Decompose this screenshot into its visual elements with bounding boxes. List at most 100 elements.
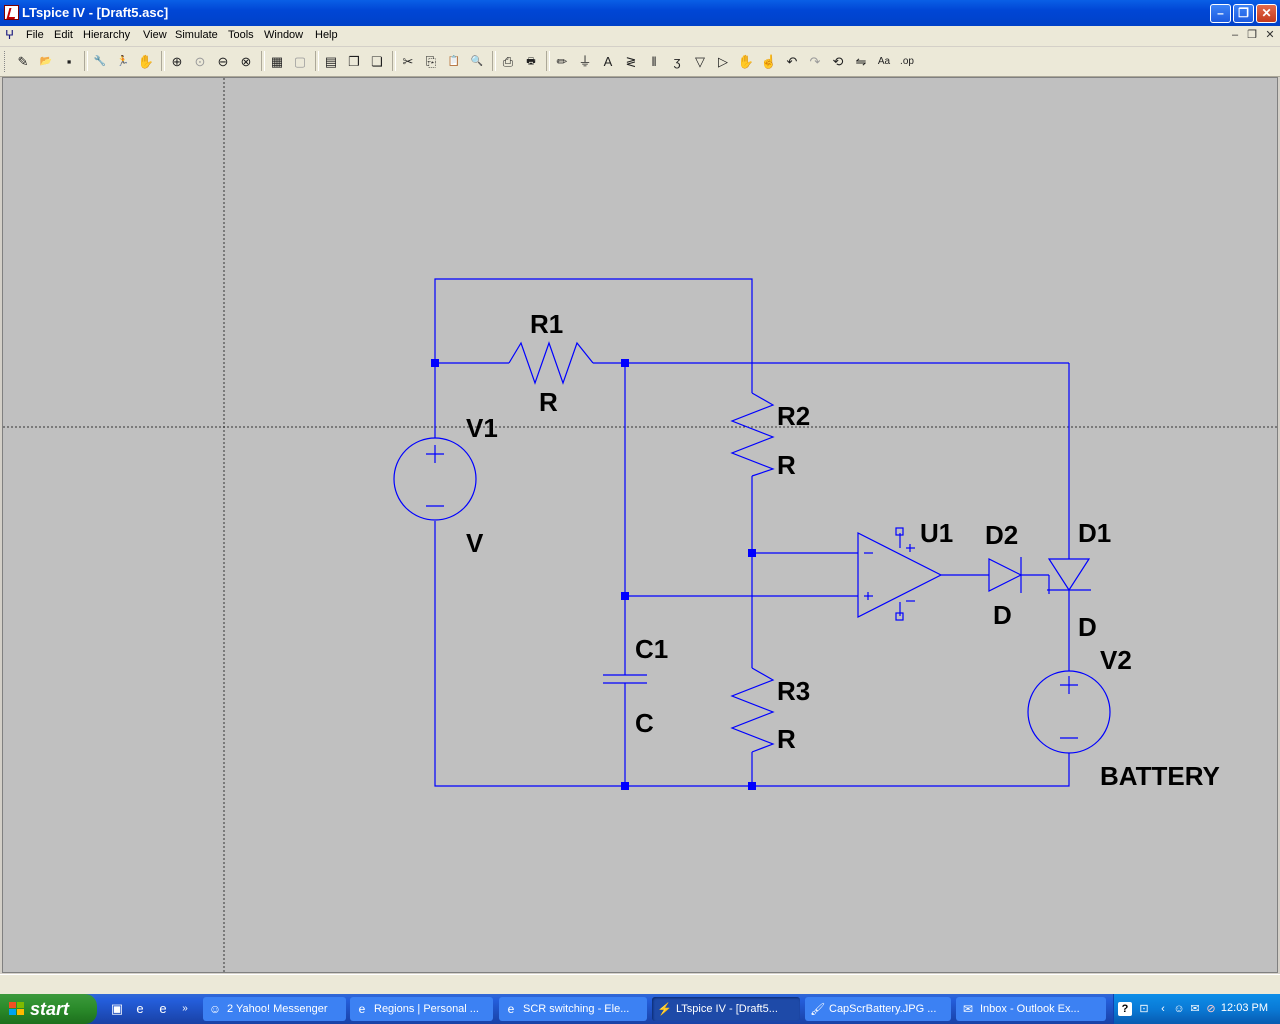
zoom-in-icon[interactable]: ⊕ xyxy=(171,54,183,69)
c1-ref: C1 xyxy=(635,634,668,664)
zoom-out-icon[interactable]: ⊖ xyxy=(217,54,229,69)
window-title: LTspice IV - [Draft5.asc] xyxy=(22,5,169,20)
rotate-icon[interactable]: ⟲ xyxy=(832,54,844,69)
doc-close-button[interactable]: ✕ xyxy=(1265,29,1275,41)
u1-symbol xyxy=(857,532,943,618)
outlook-express-icon: ✉ xyxy=(962,1002,974,1016)
print-setup-icon[interactable]: ⎙ xyxy=(502,54,514,69)
spice-directive-icon[interactable]: .op xyxy=(900,56,914,67)
taskbar: start ▣ e e » ☺ 2 Yahoo! Messenger e Reg… xyxy=(0,994,1280,1024)
label-net-icon[interactable]: A xyxy=(603,54,613,69)
system-tray: ? ⊡ ‹ ☺ ✉ ⊘ 12:03 PM xyxy=(1113,994,1280,1024)
clock[interactable]: 12:03 PM xyxy=(1220,1002,1268,1014)
print-icon[interactable]: 🖶 xyxy=(526,56,536,67)
network-tray-icon[interactable]: ⊡ xyxy=(1139,1003,1149,1015)
d2-symbol xyxy=(988,558,1023,592)
task-regions[interactable]: e Regions | Personal ... xyxy=(350,997,493,1021)
paste-icon[interactable]: 📋 xyxy=(447,56,461,67)
open-icon[interactable]: 📂 xyxy=(39,56,53,67)
r2-symbol xyxy=(730,392,775,477)
inductor-icon[interactable]: ʒ xyxy=(673,54,681,69)
move-icon[interactable]: ✋ xyxy=(737,54,755,69)
mail-tray-icon[interactable]: ✉ xyxy=(1190,1003,1200,1015)
start-button[interactable]: start xyxy=(0,994,97,1024)
document-system-icon[interactable]: ⵖ xyxy=(5,28,15,42)
d2-value: D xyxy=(993,600,1012,630)
cascade-icon[interactable]: ❐ xyxy=(348,54,360,69)
tile-horizontal-icon[interactable]: ▤ xyxy=(324,54,338,69)
capacitor-icon[interactable]: ‖ xyxy=(651,54,657,69)
ground-icon[interactable]: ⏚ xyxy=(578,54,592,69)
grid-icon[interactable]: ▢ xyxy=(293,54,307,69)
undo-icon[interactable]: ↶ xyxy=(786,54,798,69)
v2-ref: V2 xyxy=(1100,645,1132,675)
schematic-canvas[interactable]: R1 R R2 R R3 R C1 C V1 V V2 BATTERY U1 D… xyxy=(2,77,1278,973)
d1-symbol xyxy=(1047,558,1091,592)
ltspice-app-icon[interactable] xyxy=(4,5,19,20)
new-schematic-icon[interactable]: ✎ xyxy=(17,54,29,69)
zoom-fit-icon[interactable]: ⊗ xyxy=(240,54,252,69)
d1-value: D xyxy=(1078,612,1097,642)
title-bar[interactable]: LTspice IV - [Draft5.asc] – ❐ ✕ xyxy=(0,0,1280,26)
wire-icon[interactable]: ✏ xyxy=(556,54,568,69)
cut-icon[interactable]: ✂ xyxy=(402,54,414,69)
run-icon[interactable]: 🏃 xyxy=(116,56,130,67)
task-capscrbattery[interactable]: 🖌 CapScrBattery.JPG ... xyxy=(805,997,951,1021)
diode-icon[interactable]: ▽ xyxy=(695,54,705,69)
find-icon[interactable]: 🔍 xyxy=(470,56,484,67)
toolbar-separator xyxy=(161,51,165,71)
close-button[interactable]: ✕ xyxy=(1256,4,1277,23)
text-icon[interactable]: Aa xyxy=(877,56,891,67)
save-icon[interactable]: ▪ xyxy=(66,54,72,69)
v2-symbol xyxy=(1027,670,1111,754)
menu-edit[interactable]: Edit xyxy=(54,29,73,41)
toolbar-separator xyxy=(492,51,496,71)
task-label: Inbox - Outlook Ex... xyxy=(980,1003,1080,1015)
menu-file[interactable]: File xyxy=(26,29,44,41)
control-panel-icon[interactable]: 🔧 xyxy=(93,56,107,67)
v1-ref: V1 xyxy=(466,413,498,443)
toolbar-separator xyxy=(392,51,396,71)
r3-value: R xyxy=(777,724,796,754)
menu-help[interactable]: Help xyxy=(315,29,338,41)
components xyxy=(393,341,1111,754)
internet-explorer-icon[interactable]: e xyxy=(136,1001,144,1016)
redo-icon[interactable]: ↷ xyxy=(809,54,821,69)
component-icon[interactable]: ▷ xyxy=(718,54,728,69)
menu-tools[interactable]: Tools xyxy=(228,29,254,41)
drag-icon[interactable]: ☝ xyxy=(760,54,778,69)
resistor-icon[interactable]: ≷ xyxy=(625,54,637,69)
doc-restore-button[interactable]: ❐ xyxy=(1247,29,1257,41)
messenger-tray-icon[interactable]: ☺ xyxy=(1173,1003,1185,1015)
copy-icon[interactable]: ⎘ xyxy=(425,54,437,69)
menu-simulate[interactable]: Simulate xyxy=(175,29,218,41)
toolbar-separator xyxy=(546,51,550,71)
quicklaunch-more-icon[interactable]: » xyxy=(182,1003,188,1014)
minimize-button[interactable]: – xyxy=(1210,4,1231,23)
help-tray-icon[interactable]: ? xyxy=(1118,1002,1132,1016)
task-yahoo-messenger[interactable]: ☺ 2 Yahoo! Messenger xyxy=(203,997,346,1021)
menu-hierarchy[interactable]: Hierarchy xyxy=(83,29,131,41)
menu-view[interactable]: View xyxy=(143,29,167,41)
mirror-icon[interactable]: ⇋ xyxy=(855,54,867,69)
wire-top-loop xyxy=(434,278,753,393)
d2-ref: D2 xyxy=(985,520,1018,550)
doc-minimize-button[interactable]: – xyxy=(1231,29,1239,41)
toolbar-grip[interactable] xyxy=(4,51,8,72)
tray-expand-icon[interactable]: ‹ xyxy=(1161,1003,1165,1015)
autorange-icon[interactable]: ▦ xyxy=(270,54,284,69)
show-desktop-icon[interactable]: ▣ xyxy=(110,1001,124,1016)
menu-window[interactable]: Window xyxy=(264,29,304,41)
zoom-pan-icon[interactable]: ⊙ xyxy=(194,54,206,69)
security-tray-icon[interactable]: ⊘ xyxy=(1206,1003,1216,1015)
restore-button[interactable]: ❐ xyxy=(1233,4,1254,23)
wires xyxy=(434,278,1070,787)
halt-icon[interactable]: ✋ xyxy=(137,54,155,69)
quicklaunch-ie-icon[interactable]: e xyxy=(159,1001,167,1016)
r3-ref: R3 xyxy=(777,676,810,706)
task-ltspice[interactable]: ⚡ LTspice IV - [Draft5... xyxy=(652,997,800,1021)
task-outlook-express[interactable]: ✉ Inbox - Outlook Ex... xyxy=(956,997,1106,1021)
ltspice-icon: ⚡ xyxy=(657,1002,672,1016)
task-scr-switching[interactable]: e SCR switching - Ele... xyxy=(499,997,647,1021)
close-window-icon[interactable]: ❏ xyxy=(371,54,383,69)
